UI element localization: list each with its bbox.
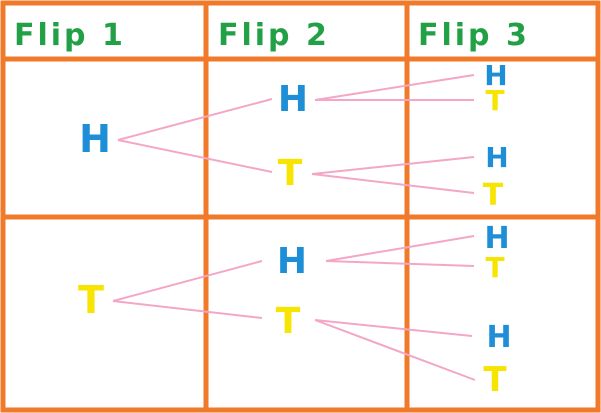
- tree-branches: [112, 74, 476, 381]
- branch-h-to-t: [117, 139, 273, 173]
- node-flip1-tails: T: [78, 278, 104, 322]
- node-flip3-tt-tails: T: [483, 360, 507, 400]
- node-flip3-ht-tails: T: [483, 178, 504, 213]
- node-flip3-hh-tails: T: [485, 84, 504, 117]
- node-flip3-hh-heads: H: [484, 59, 507, 92]
- node-flip2-h-tails: T: [278, 153, 303, 194]
- branch-tt-to-h: [314, 319, 473, 337]
- branch-th-to-t: [325, 260, 475, 267]
- branch-th-to-h: [325, 235, 475, 262]
- node-flip2-t-heads: H: [277, 241, 307, 282]
- node-flip3-th-tails: T: [485, 251, 504, 284]
- node-flip3-th-heads: H: [484, 221, 509, 256]
- branch-h-to-h: [117, 98, 273, 141]
- node-flip3-ht-heads: H: [485, 141, 508, 174]
- header-flip-2: Flip 2: [218, 18, 330, 53]
- node-flip2-h-heads: H: [278, 79, 308, 120]
- node-flip1-heads: H: [79, 117, 111, 161]
- column-headers: Flip 1 Flip 2 Flip 3: [14, 18, 530, 53]
- header-flip-3: Flip 3: [418, 18, 530, 53]
- branch-ht-to-h: [311, 156, 475, 175]
- branch-t-to-t: [112, 300, 263, 319]
- node-flip2-t-tails: T: [276, 301, 301, 342]
- tree-nodes: H T H T H T H T H T H T H T: [78, 59, 512, 400]
- branch-t-to-h: [112, 260, 263, 302]
- branch-hh-to-h: [314, 74, 475, 101]
- header-flip-1: Flip 1: [14, 18, 126, 53]
- branch-tt-to-t: [314, 319, 476, 381]
- node-flip3-tt-heads: H: [486, 320, 511, 355]
- branch-ht-to-t: [311, 173, 475, 194]
